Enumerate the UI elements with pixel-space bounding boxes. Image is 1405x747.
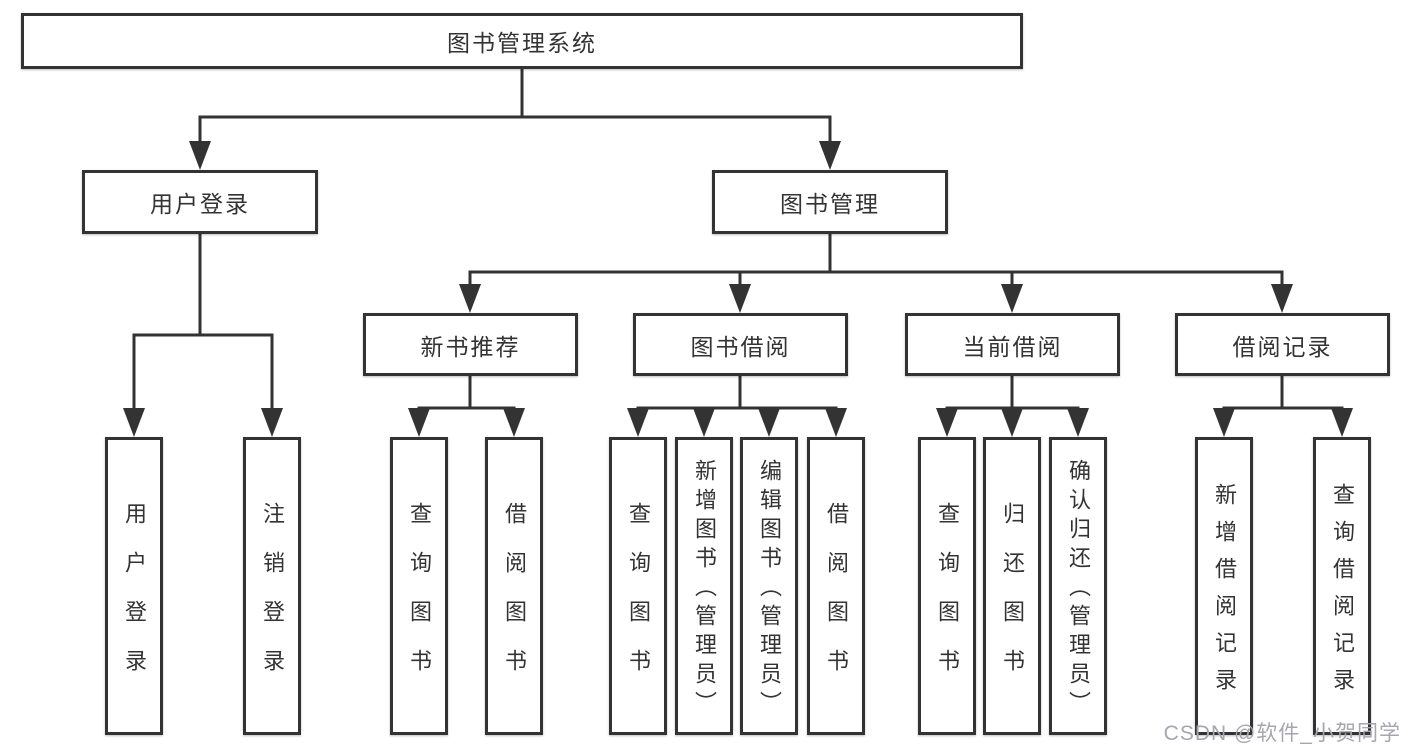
leaf-query-books-1-label: 查询图书 (407, 501, 432, 698)
leaf-query-borrow-record-label: 查询借阅记录 (1330, 482, 1355, 705)
node-book-management: 图书管理 (712, 170, 948, 234)
watermark: CSDN @软件_小贺同学 (1163, 722, 1401, 745)
leaf-edit-books-admin-label: 编辑图书（管理员） (757, 459, 782, 720)
node-borrow-records: 借阅记录 (1175, 313, 1390, 376)
leaf-borrow-books-1: 借阅图书 (485, 437, 543, 735)
node-user-login: 用户登录 (82, 170, 318, 234)
leaf-query-books-2: 查询图书 (609, 437, 667, 735)
leaf-query-books-2-label: 查询图书 (626, 501, 651, 698)
leaf-query-borrow-record: 查询借阅记录 (1313, 437, 1371, 735)
leaf-user-login-label: 用户登录 (122, 501, 147, 698)
node-new-book-recommend: 新书推荐 (363, 313, 578, 376)
leaf-borrow-books-1-label: 借阅图书 (502, 501, 527, 698)
node-book-borrowing-label: 图书借阅 (690, 333, 791, 360)
leaf-logout-label: 注销登录 (260, 501, 285, 698)
leaf-borrow-books-2: 借阅图书 (807, 437, 865, 735)
leaf-confirm-return-admin: 确认归还（管理员） (1049, 437, 1107, 735)
leaf-return-books-label: 归还图书 (1000, 501, 1025, 698)
leaf-borrow-books-2-label: 借阅图书 (824, 501, 849, 698)
leaf-add-borrow-record-label: 新增借阅记录 (1212, 482, 1237, 705)
node-current-borrowing: 当前借阅 (905, 313, 1120, 376)
leaf-add-borrow-record: 新增借阅记录 (1195, 437, 1253, 735)
leaf-return-books: 归还图书 (983, 437, 1041, 735)
leaf-add-books-admin-label: 新增图书（管理员） (692, 459, 717, 720)
node-user-login-label: 用户登录 (150, 191, 250, 217)
node-root: 图书管理系统 (21, 13, 1023, 69)
node-new-book-recommend-label: 新书推荐 (420, 333, 521, 360)
node-book-management-label: 图书管理 (780, 191, 880, 217)
leaf-query-books-3: 查询图书 (918, 437, 976, 735)
leaf-add-books-admin: 新增图书（管理员） (675, 437, 733, 735)
leaf-confirm-return-admin-label: 确认归还（管理员） (1066, 459, 1091, 720)
node-book-borrowing: 图书借阅 (633, 313, 848, 376)
leaf-query-books-3-label: 查询图书 (935, 501, 960, 698)
leaf-edit-books-admin: 编辑图书（管理员） (740, 437, 798, 735)
leaf-user-login: 用户登录 (105, 437, 163, 735)
leaf-query-books-1: 查询图书 (390, 437, 448, 735)
leaf-logout: 注销登录 (243, 437, 301, 735)
node-borrow-records-label: 借阅记录 (1232, 333, 1333, 360)
node-root-label: 图书管理系统 (447, 30, 597, 56)
node-current-borrowing-label: 当前借阅 (962, 333, 1063, 360)
